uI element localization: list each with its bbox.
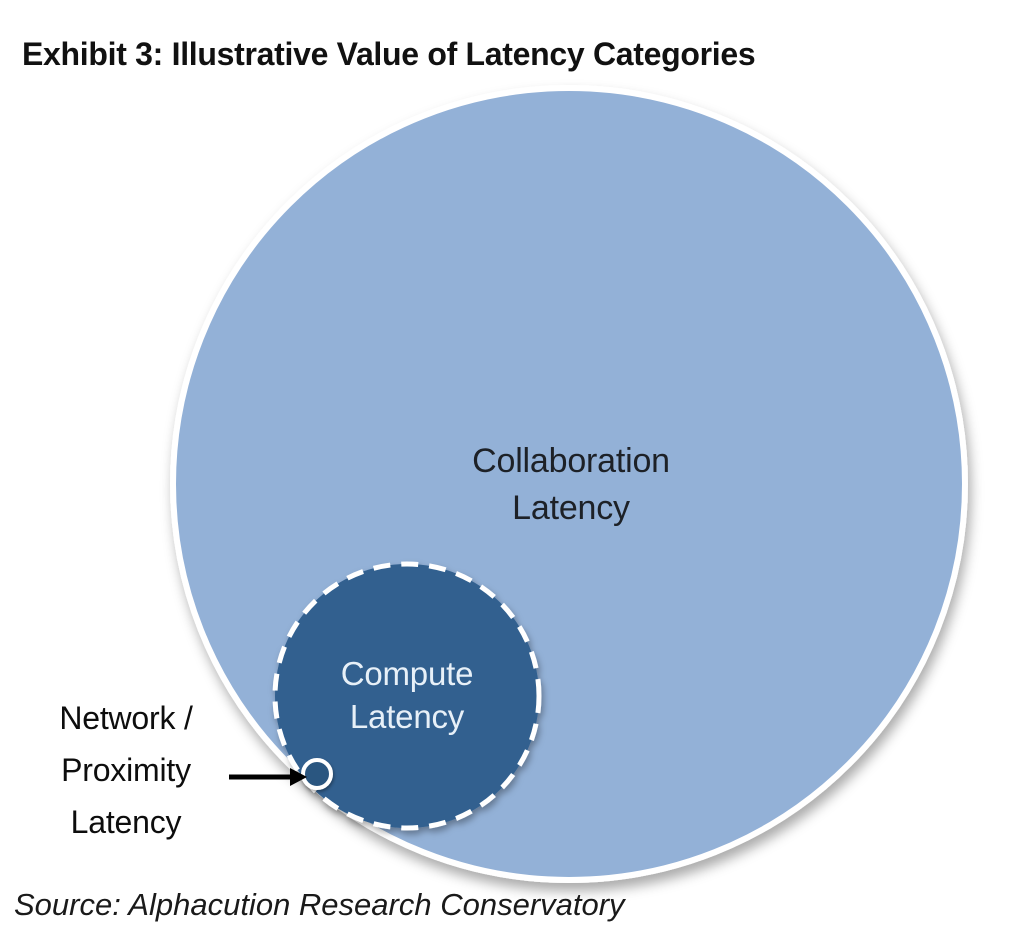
- network-proximity-latency-label-line1: Network /: [59, 700, 193, 736]
- compute-latency-circle: [272, 561, 542, 831]
- collaboration-latency-label: Collaboration Latency: [371, 438, 771, 532]
- annotation-arrow: [229, 768, 307, 786]
- source-attribution: Source: Alphacution Research Conservator…: [14, 887, 625, 922]
- network-proximity-latency-label: Network / Proximity Latency: [6, 692, 246, 848]
- compute-latency-label-line2: Latency: [349, 698, 465, 735]
- compute-latency-label: Compute Latency: [257, 652, 557, 738]
- collaboration-latency-label-line2: Latency: [512, 489, 630, 527]
- network-proximity-latency-label-line2: Proximity: [61, 752, 191, 788]
- collaboration-latency-label-line1: Collaboration: [472, 442, 670, 480]
- network-proximity-latency-label-line3: Latency: [70, 804, 182, 840]
- exhibit-title: Exhibit 3: Illustrative Value of Latency…: [22, 36, 756, 72]
- compute-latency-label-line1: Compute: [340, 655, 474, 692]
- network-proximity-latency-dot: [301, 758, 333, 790]
